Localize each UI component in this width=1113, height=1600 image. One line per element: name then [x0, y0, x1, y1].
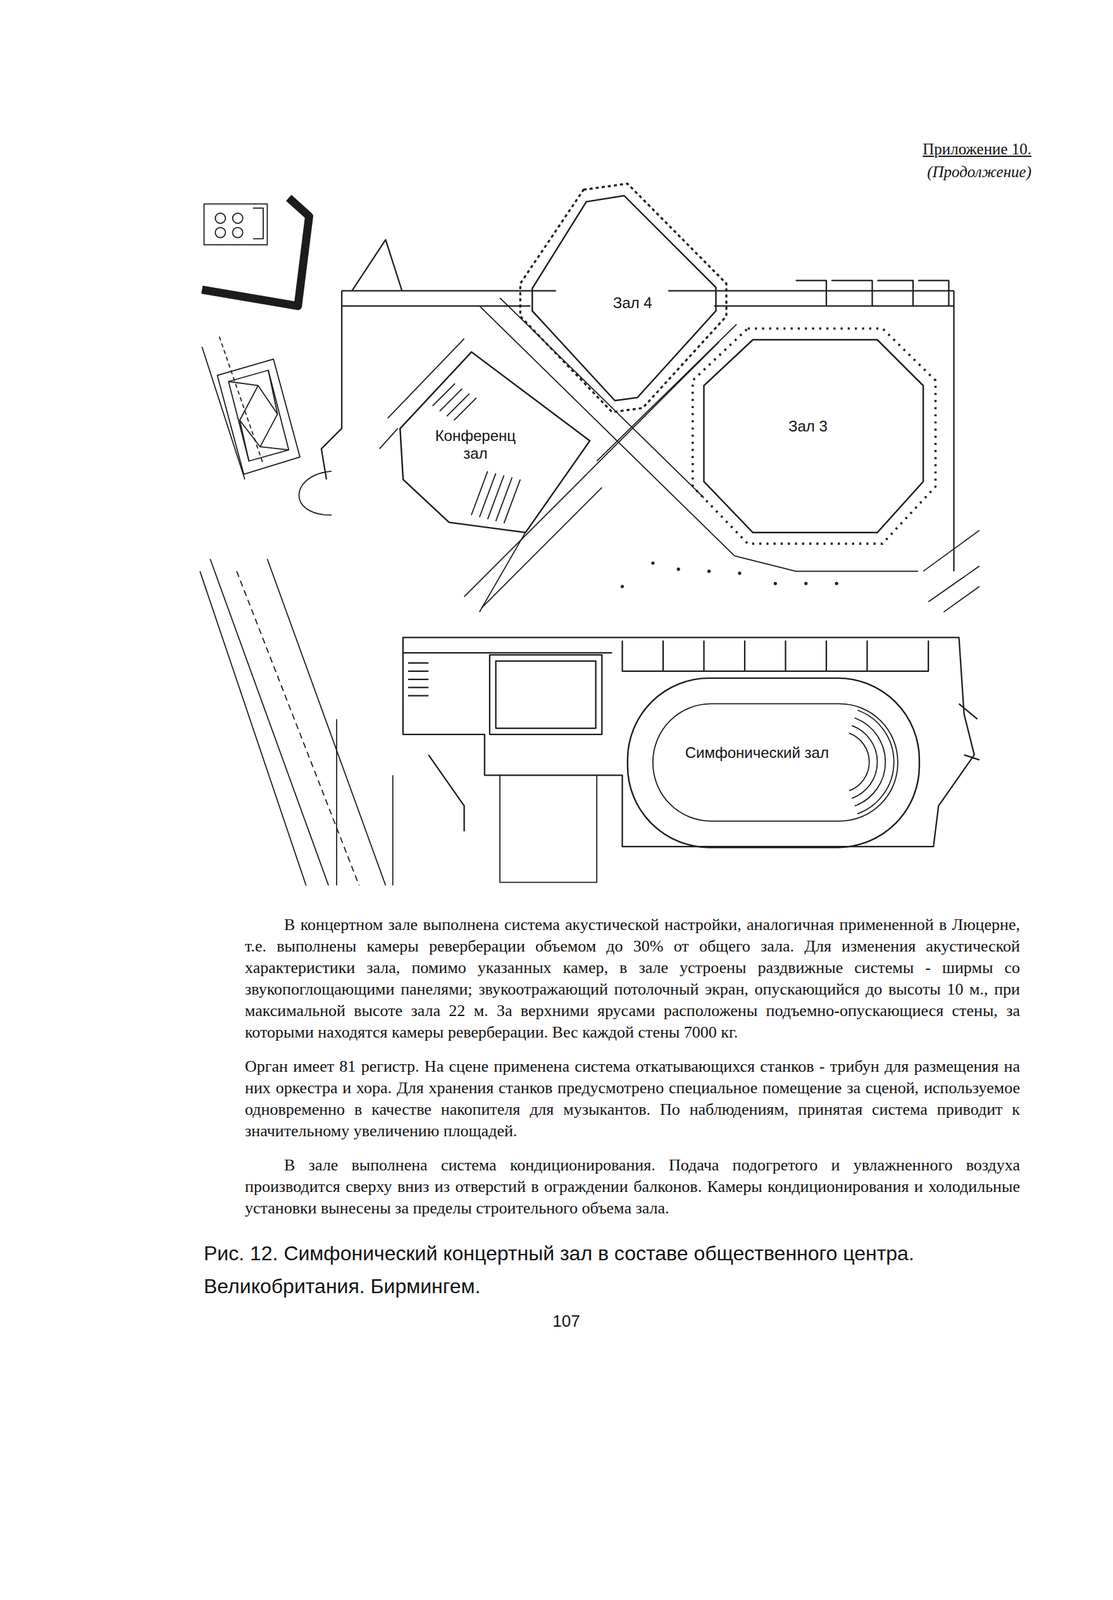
symphony-hall-interior [652, 703, 898, 821]
lower-building [496, 661, 597, 729]
hall-name: Симфонический зал [682, 743, 832, 763]
neighbour-building [232, 213, 243, 224]
column-dots [835, 582, 839, 586]
street-lines [267, 559, 386, 886]
building-outline [795, 280, 950, 306]
lower-building [428, 754, 464, 832]
pavilion [217, 359, 300, 475]
symphony-hall-interior [854, 718, 886, 807]
corridor-lines [586, 341, 720, 475]
figure-caption: Рис. 12. Симфонический концертный зал в … [203, 1237, 1024, 1303]
column-dots [804, 582, 808, 586]
appendix-heading: Приложение 10. [922, 140, 1032, 159]
building-outline [321, 239, 955, 572]
hall-wall [399, 351, 590, 533]
hall-4-wall [520, 183, 727, 412]
hall-name: Зал 4 [610, 293, 655, 313]
hall-3-wall [692, 328, 936, 544]
symphony-hall-interior [851, 725, 877, 799]
street-lines [210, 559, 329, 886]
corridor-lines [379, 428, 398, 449]
corridor-lines [923, 530, 980, 612]
symphony-hall-interior [857, 709, 895, 814]
column-dots [707, 569, 711, 573]
neighbour-building [201, 198, 309, 307]
building-outline [952, 291, 955, 572]
body-paragraph: Орган имеет 81 регистр. На сцене примене… [244, 1056, 1020, 1143]
hall-outline [624, 675, 923, 851]
street-lines [335, 719, 338, 886]
column-dots [620, 561, 839, 588]
lower-building [959, 703, 980, 760]
neighbour-building [203, 203, 268, 245]
lower-building [408, 663, 429, 697]
street-lines [219, 336, 264, 465]
street-lines [199, 336, 393, 886]
building-outline [351, 239, 402, 292]
pavilion [217, 359, 300, 475]
corridor-lines [379, 298, 980, 613]
appendix-continued: (Продолжение) [926, 163, 1032, 181]
hall-4-wall [520, 183, 727, 412]
hall-3-wall [692, 328, 936, 544]
body-paragraph: В концертном зале выполнена система акус… [244, 914, 1020, 1044]
pavilion [239, 385, 278, 447]
corridor-lines [464, 474, 587, 597]
corridor-lines [481, 487, 602, 609]
pavilion [228, 370, 289, 461]
hall-name: Зал 3 [785, 416, 831, 436]
street-lines [201, 346, 245, 480]
neighbour-building [215, 213, 226, 224]
column-dots [677, 567, 681, 571]
lower-building [622, 640, 929, 672]
page-number: 107 [552, 1311, 580, 1332]
lower-building [403, 652, 613, 654]
site-plot [499, 775, 597, 883]
column-dots [651, 561, 655, 565]
lower-building [403, 637, 980, 848]
hall-wall [627, 678, 920, 848]
hall-wall [532, 196, 717, 402]
building-outline [321, 291, 342, 480]
site-plot [499, 775, 597, 883]
column-dots [737, 572, 741, 576]
neighbour-building [253, 208, 264, 239]
column-dots [773, 582, 778, 586]
neighbour-building [201, 198, 309, 307]
corridor-lines [479, 532, 526, 613]
street-lines [392, 775, 394, 886]
symphony-hall-interior [652, 703, 898, 821]
hall-name: Конференц зал [418, 426, 532, 463]
lower-building [489, 654, 602, 735]
hall-plan: Конференц зал [392, 334, 592, 536]
text-body: В концертном зале выполнена система акус… [244, 914, 1020, 1232]
street-lines [236, 571, 359, 886]
neighbour-building [215, 227, 226, 238]
hall-wall [703, 339, 924, 533]
site-plan-drawing [199, 183, 980, 886]
lower-building [403, 637, 975, 848]
corridor-lines [734, 556, 919, 572]
corridor-lines [387, 338, 465, 419]
hall-plan: Зал 4 [530, 193, 719, 404]
street-lines [199, 571, 307, 886]
neighbour-building [232, 227, 243, 238]
hall-plan: Симфонический зал [624, 675, 923, 851]
body-paragraph: В зале выполнена система кондиционирован… [244, 1154, 1020, 1220]
conference-seating [432, 383, 477, 421]
conference-seating [471, 471, 521, 524]
hall-plan: Зал 3 [699, 334, 927, 537]
pavilion [228, 370, 289, 461]
column-dots [620, 584, 624, 588]
symphony-hall-interior [849, 733, 870, 791]
